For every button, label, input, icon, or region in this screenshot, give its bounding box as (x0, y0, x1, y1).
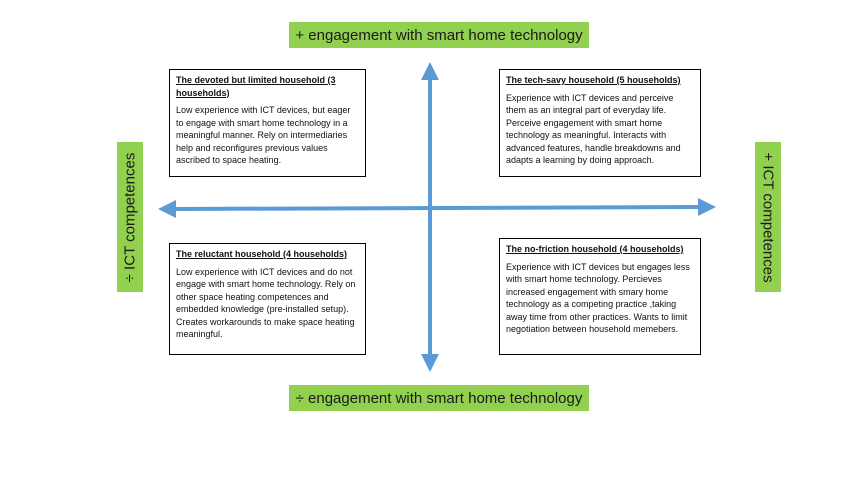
axis-label-top-text: + engagement with smart home technology (295, 26, 583, 44)
quadrant-bottom-left-body: Low experience with ICT devices and do n… (176, 266, 356, 340)
quadrant-top-left-title: The devoted but limited household (3 hou… (176, 75, 336, 98)
quadrant-top-right-title: The tech-savy household (5 households) (506, 75, 681, 85)
horizontal-axis-line (171, 205, 703, 211)
horizontal-axis-arrow-right (698, 198, 716, 216)
axis-label-left-text: ÷ ICT competences (121, 152, 139, 282)
quadrant-bottom-left-title: The reluctant household (4 households) (176, 249, 348, 259)
quadrant-bottom-right: The no-friction household (4 households)… (499, 238, 701, 355)
quadrant-top-right-body: Experience with ICT devices and perceive… (506, 92, 681, 166)
axis-label-bottom: ÷ engagement with smart home technology (289, 385, 589, 411)
axis-label-right-text: + ICT competences (759, 151, 777, 283)
axis-label-bottom-text: ÷ engagement with smart home technology (295, 389, 583, 407)
horizontal-axis-arrow-left (158, 200, 176, 218)
axis-label-left: ÷ ICT competences (117, 142, 143, 292)
quadrant-top-left-body: Low experience with ICT devices, but eag… (176, 105, 351, 165)
quadrant-top-right: The tech-savy household (5 households) E… (499, 69, 701, 177)
quadrant-top-left: The devoted but limited household (3 hou… (169, 69, 366, 177)
quadrant-bottom-right-body: Experience with ICT devices but engages … (506, 261, 690, 335)
quadrant-bottom-left: The reluctant household (4 households) L… (169, 243, 366, 355)
vertical-axis-arrow-down (421, 354, 439, 372)
quadrant-bottom-right-title: The no-friction household (4 households) (506, 244, 684, 254)
axis-label-right: + ICT competences (755, 142, 781, 292)
vertical-axis-arrow-up (421, 62, 439, 80)
axis-label-top: + engagement with smart home technology (289, 22, 589, 48)
